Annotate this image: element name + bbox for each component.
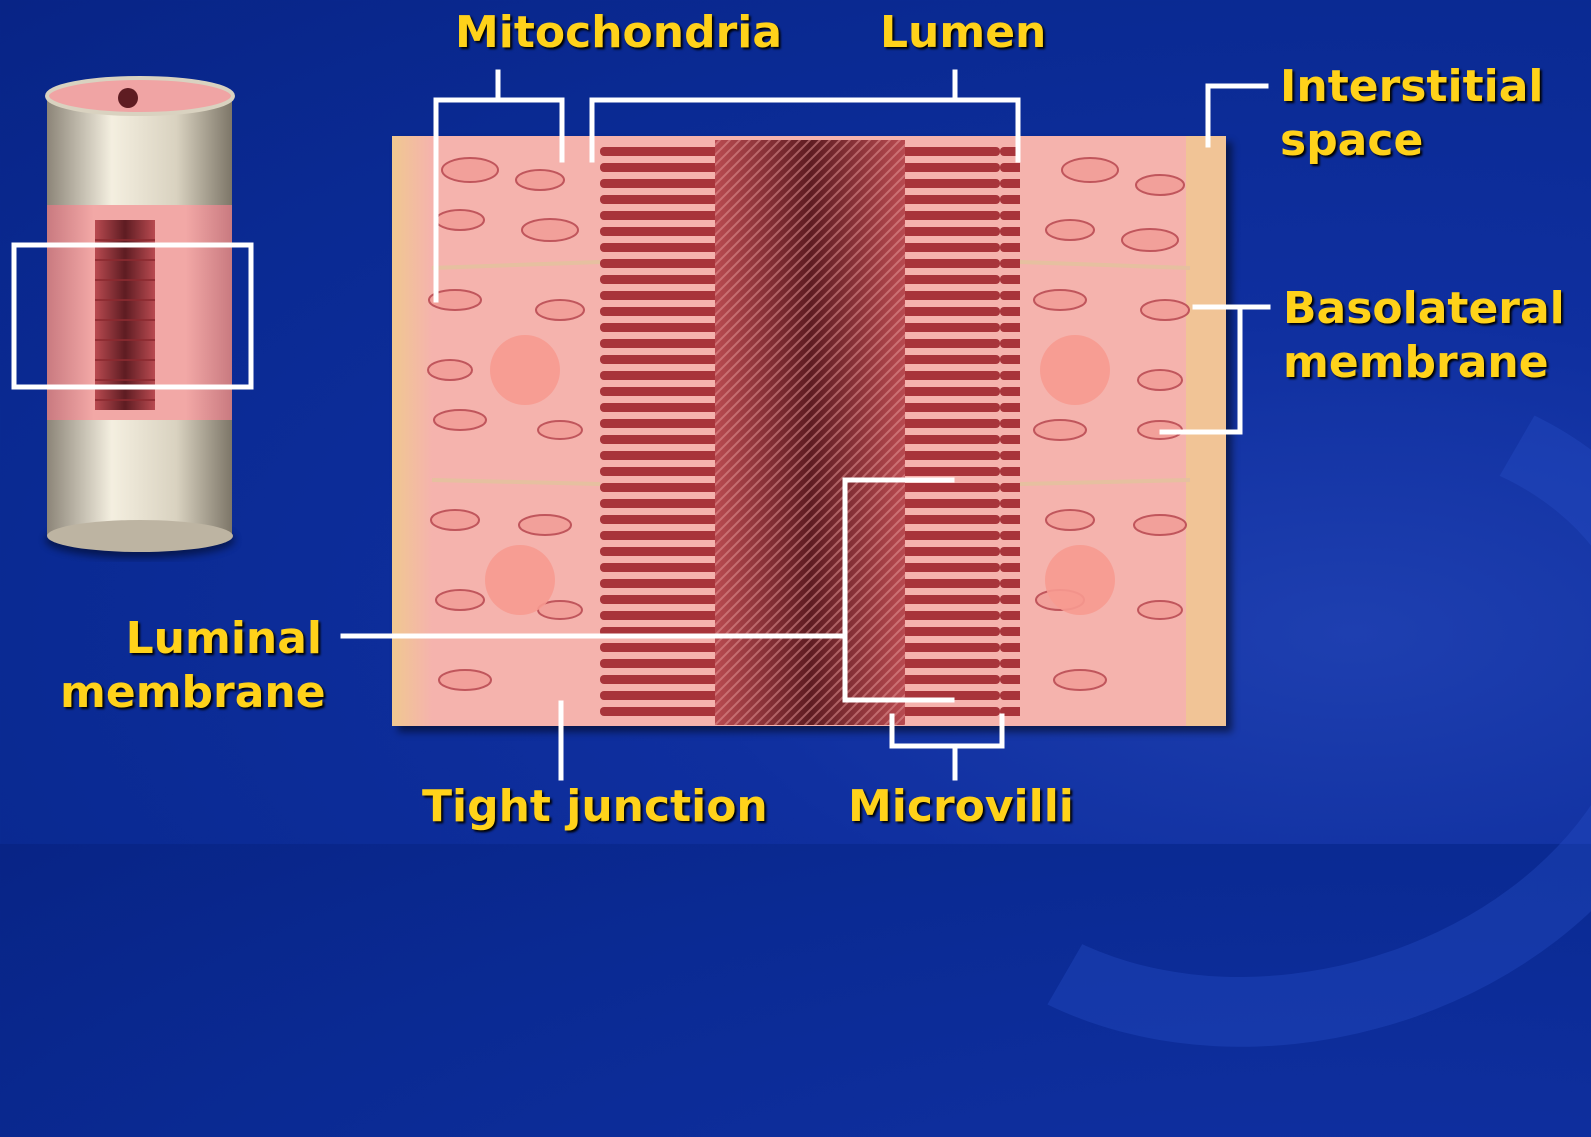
interstitial-space-label: Interstitial space xyxy=(1280,60,1543,168)
microvilli-label: Microvilli xyxy=(848,780,1074,834)
interstitial-line1: Interstitial xyxy=(1280,60,1543,114)
basolateral-line1: Basolateral xyxy=(1283,282,1565,336)
basolateral-membrane-label: Basolateral membrane xyxy=(1283,282,1565,390)
basolateral-line2: membrane xyxy=(1283,336,1565,390)
tubule-cylinder xyxy=(45,78,235,558)
luminal-line2: membrane xyxy=(60,666,322,720)
tight-junction-label: Tight junction xyxy=(422,780,768,834)
luminal-membrane-label: Luminal membrane xyxy=(60,612,322,720)
lumen-label: Lumen xyxy=(880,6,1046,60)
tissue-section xyxy=(392,136,1232,732)
interstitial-line2: space xyxy=(1280,114,1543,168)
luminal-line1: Luminal xyxy=(60,612,322,666)
mitochondria-label: Mitochondria xyxy=(455,6,782,60)
